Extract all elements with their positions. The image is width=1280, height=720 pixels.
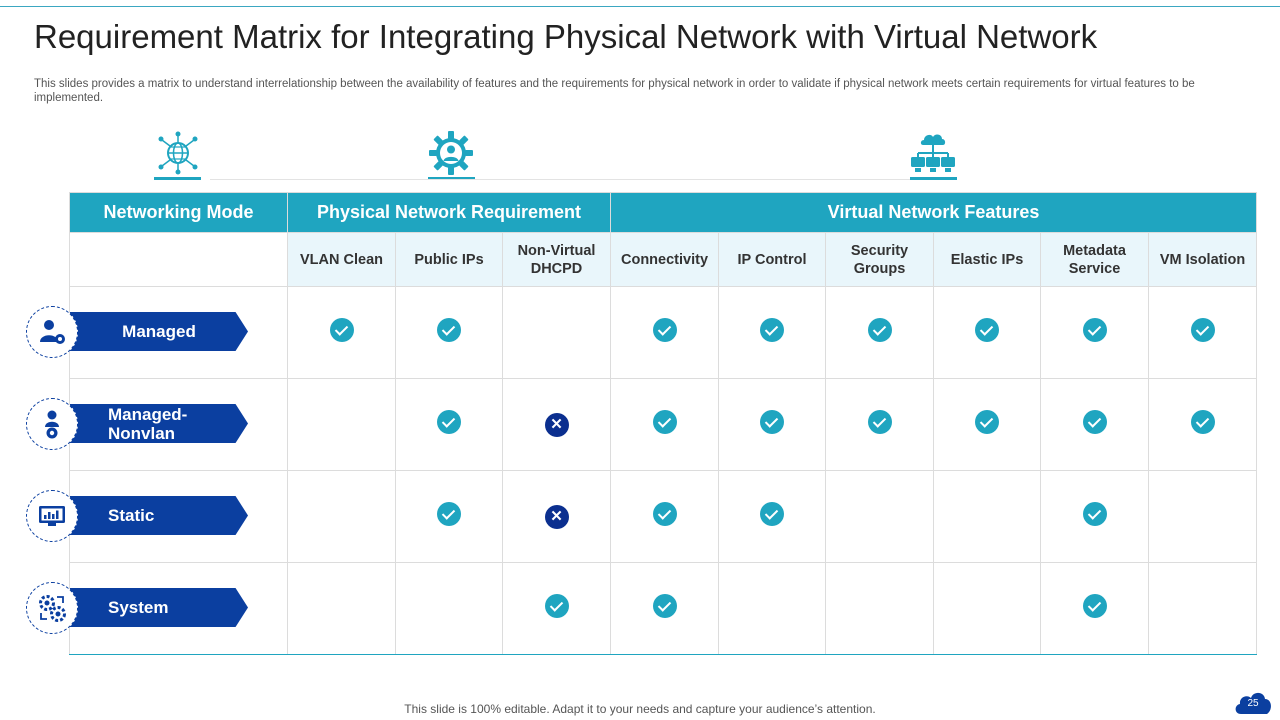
matrix-cell	[718, 286, 827, 379]
matrix-cell	[718, 562, 827, 655]
gears-icon	[26, 582, 78, 634]
matrix-cell	[287, 286, 396, 379]
cloud-network-icon	[910, 130, 956, 176]
check-icon	[652, 318, 677, 342]
matrix-cell	[1040, 286, 1150, 379]
group-physical-network-requirement: Physical Network Requirement	[286, 192, 612, 233]
globe-network-icon	[155, 130, 201, 176]
blank-header-cell	[69, 232, 288, 287]
column-header: IP Control	[718, 232, 827, 287]
matrix-cell: ✕	[501, 470, 612, 563]
matrix-cell	[287, 470, 396, 563]
check-icon	[652, 594, 677, 618]
matrix-cell	[610, 562, 720, 655]
check-icon	[760, 502, 785, 526]
cross-icon: ✕	[544, 412, 569, 437]
cross-icon: ✕	[544, 504, 569, 529]
column-header: Public IPs	[395, 232, 503, 287]
matrix-cell	[1040, 470, 1150, 563]
icon-underline	[154, 177, 201, 180]
matrix-cell	[287, 378, 396, 471]
matrix-cell	[933, 562, 1042, 655]
column-header: Security Groups	[825, 232, 935, 287]
check-icon	[1082, 318, 1107, 342]
check-icon	[437, 502, 461, 526]
check-icon	[1082, 502, 1107, 526]
table-row	[69, 562, 1258, 655]
check-icon	[867, 318, 892, 342]
column-header: VM Isolation	[1148, 232, 1258, 287]
check-icon	[652, 410, 677, 434]
slide-footer: This slide is 100% editable. Adapt it to…	[404, 702, 876, 716]
person-gear-icon	[26, 398, 78, 450]
header-divider	[210, 179, 910, 180]
matrix-cell	[395, 286, 503, 379]
check-icon	[1082, 410, 1107, 434]
matrix-cell	[501, 562, 612, 655]
matrix-cell	[1148, 470, 1258, 563]
gear-user-icon	[428, 130, 474, 176]
check-icon	[975, 318, 1000, 342]
mode-label-managed-nonvlan: Managed-Nonvlan	[70, 404, 248, 443]
slide-title: Requirement Matrix for Integrating Physi…	[34, 18, 1098, 55]
table-row	[69, 286, 1258, 379]
matrix-cell	[718, 378, 827, 471]
check-icon	[1190, 318, 1215, 342]
check-icon	[1190, 410, 1215, 434]
check-icon	[760, 318, 785, 342]
matrix-cell	[825, 286, 935, 379]
icon-underline	[910, 177, 957, 180]
matrix-cell	[933, 378, 1042, 471]
top-rule	[0, 6, 1280, 7]
column-header: Connectivity	[610, 232, 720, 287]
matrix-cell	[610, 378, 720, 471]
page-number: 25	[1247, 698, 1259, 709]
matrix-cell	[1148, 562, 1258, 655]
matrix-cell	[933, 470, 1042, 563]
slide-subtitle: This slides provides a matrix to underst…	[34, 78, 1195, 104]
mode-label-managed: Managed	[70, 312, 248, 351]
matrix-cell	[1040, 562, 1150, 655]
matrix-cell	[395, 562, 503, 655]
matrix-cell	[718, 470, 827, 563]
icon-underline	[428, 177, 475, 180]
matrix-cell	[501, 286, 612, 379]
check-icon	[1082, 594, 1107, 618]
matrix-cell	[1148, 286, 1258, 379]
column-header: Metadata Service	[1040, 232, 1150, 287]
check-icon	[652, 502, 677, 526]
matrix-cell	[1148, 378, 1258, 471]
check-icon	[760, 410, 785, 434]
column-header: VLAN Clean	[287, 232, 396, 287]
group-networking-mode: Networking Mode	[69, 192, 288, 233]
matrix-cell	[825, 470, 935, 563]
matrix-cell	[1040, 378, 1150, 471]
matrix-cell	[825, 562, 935, 655]
column-header: Non-Virtual DHCPD	[501, 232, 612, 287]
page-number-cloud-icon	[1235, 692, 1271, 714]
user-gear-icon	[26, 306, 78, 358]
table-row: ✕	[69, 378, 1258, 471]
monitor-chart-icon	[26, 490, 78, 542]
matrix-cell	[610, 286, 720, 379]
check-icon	[329, 318, 354, 342]
check-icon	[975, 410, 1000, 434]
matrix-cell	[825, 378, 935, 471]
table-row: ✕	[69, 470, 1258, 563]
matrix-cell: ✕	[501, 378, 612, 471]
mode-label-static: Static	[70, 496, 248, 535]
check-icon	[867, 410, 892, 434]
matrix-cell	[395, 378, 503, 471]
matrix-cell	[395, 470, 503, 563]
matrix-cell	[933, 286, 1042, 379]
group-virtual-network-features: Virtual Network Features	[610, 192, 1258, 233]
mode-label-system: System	[70, 588, 248, 627]
check-icon	[437, 318, 461, 342]
check-icon	[544, 594, 569, 618]
matrix-cell	[287, 562, 396, 655]
column-header: Elastic IPs	[933, 232, 1042, 287]
check-icon	[437, 410, 461, 434]
matrix-cell	[610, 470, 720, 563]
